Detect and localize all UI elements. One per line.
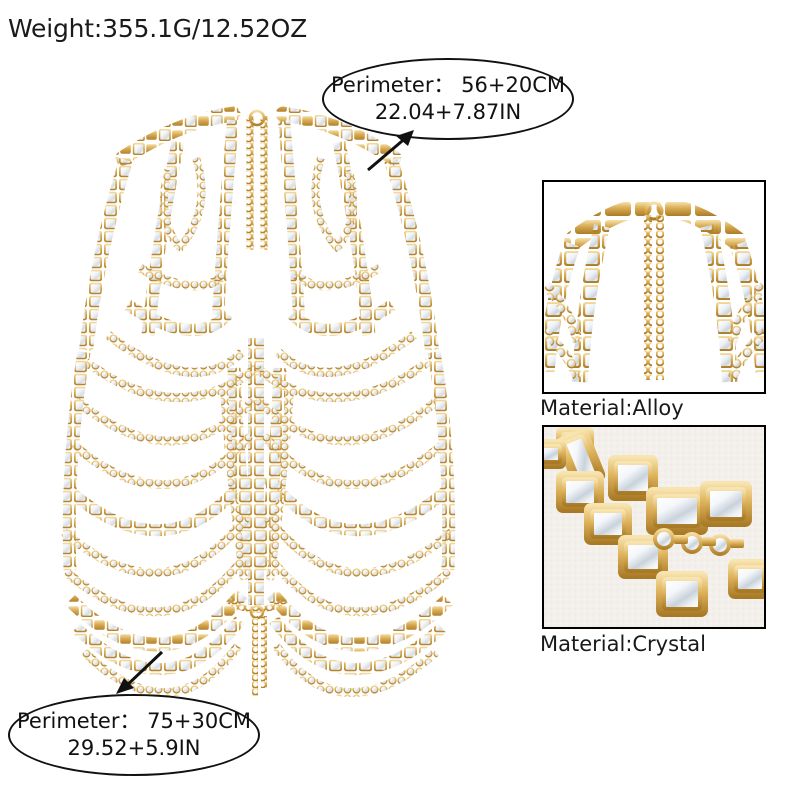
callout-line-1: Perimeter： 56+20CM — [331, 73, 565, 98]
callout-oval — [8, 694, 260, 776]
extender-chain-top — [246, 109, 268, 250]
center-stone-column — [220, 338, 294, 605]
callout-line-2: 29.52+5.9IN — [67, 735, 201, 760]
shoulder-strap-right — [275, 106, 402, 166]
product-image — [28, 100, 488, 700]
detail-panel-crystal — [542, 425, 766, 629]
callout-line-2: 22.04+7.87IN — [374, 99, 522, 124]
arrow-up-right-icon — [360, 126, 422, 174]
detail-panel-crystal-caption: Material:Crystal — [540, 632, 706, 656]
callout-line-1: Perimeter： 75+30CM — [17, 709, 251, 734]
extender-chain-bottom — [226, 597, 288, 696]
callout-oval — [322, 58, 574, 140]
detail-panel-alloy-caption: Material:Alloy — [540, 396, 684, 420]
detail-panel-alloy — [542, 180, 766, 394]
weight-label: Weight:355.1G/12.52OZ — [8, 14, 308, 43]
arrow-down-left-icon — [108, 646, 170, 698]
callout-bottom-perimeter: Perimeter： 75+30CM 29.52+5.9IN — [8, 694, 260, 776]
callout-top-perimeter: Perimeter： 56+20CM 22.04+7.87IN — [322, 58, 574, 140]
shoulder-strap-left — [115, 106, 241, 166]
